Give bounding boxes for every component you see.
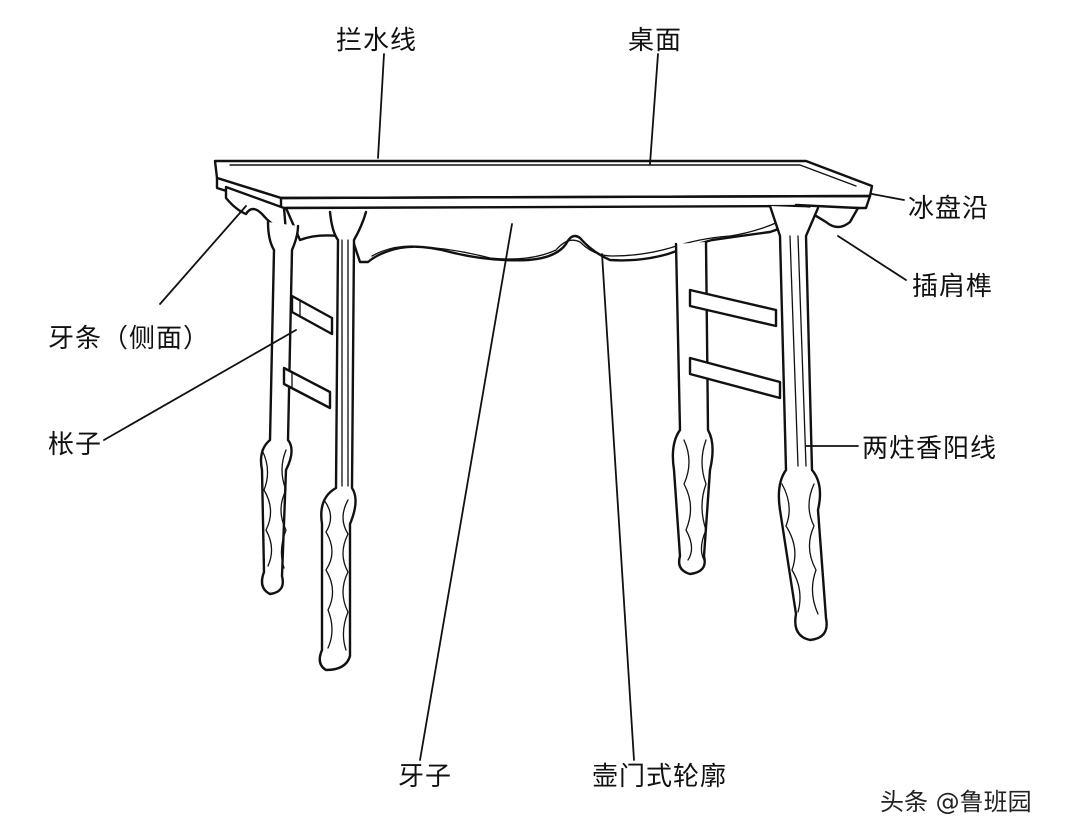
label-bingpan-edge: 冰盘沿 xyxy=(908,194,990,224)
leg-left-back xyxy=(259,220,300,596)
tabletop-slab xyxy=(213,159,874,210)
leg-right-back xyxy=(671,240,714,576)
leader-apron xyxy=(419,223,513,761)
watermark: 头条 @鲁班园 xyxy=(880,788,1032,816)
label-stretcher: 枨子 xyxy=(48,430,103,460)
label-apron: 牙子 xyxy=(398,762,453,792)
leader-tabletop xyxy=(649,53,659,165)
label-chajian-tenon: 插肩榫 xyxy=(912,272,994,302)
leader-side-apron xyxy=(159,205,247,305)
leg-right-front xyxy=(768,204,828,642)
leader-lines xyxy=(103,53,907,761)
leader-lashui-line xyxy=(377,53,385,159)
leader-stretcher xyxy=(103,329,297,441)
stretchers-left xyxy=(282,294,334,410)
label-tabletop: 桌面 xyxy=(628,26,683,56)
label-lashui-line: 拦水线 xyxy=(336,26,418,56)
label-liangzhu-bead: 两炷香阳线 xyxy=(862,434,998,464)
leg-left-front xyxy=(318,210,368,672)
leader-kunmen-contour xyxy=(601,253,635,761)
label-kunmen-contour: 壸门式轮廓 xyxy=(592,762,728,792)
leader-bingpan-edge xyxy=(871,193,905,201)
leader-chajian-tenon xyxy=(837,235,907,281)
apron-bead-line xyxy=(371,221,779,260)
label-side-apron: 牙条（侧面） xyxy=(48,324,211,354)
stretchers-right xyxy=(688,288,782,400)
